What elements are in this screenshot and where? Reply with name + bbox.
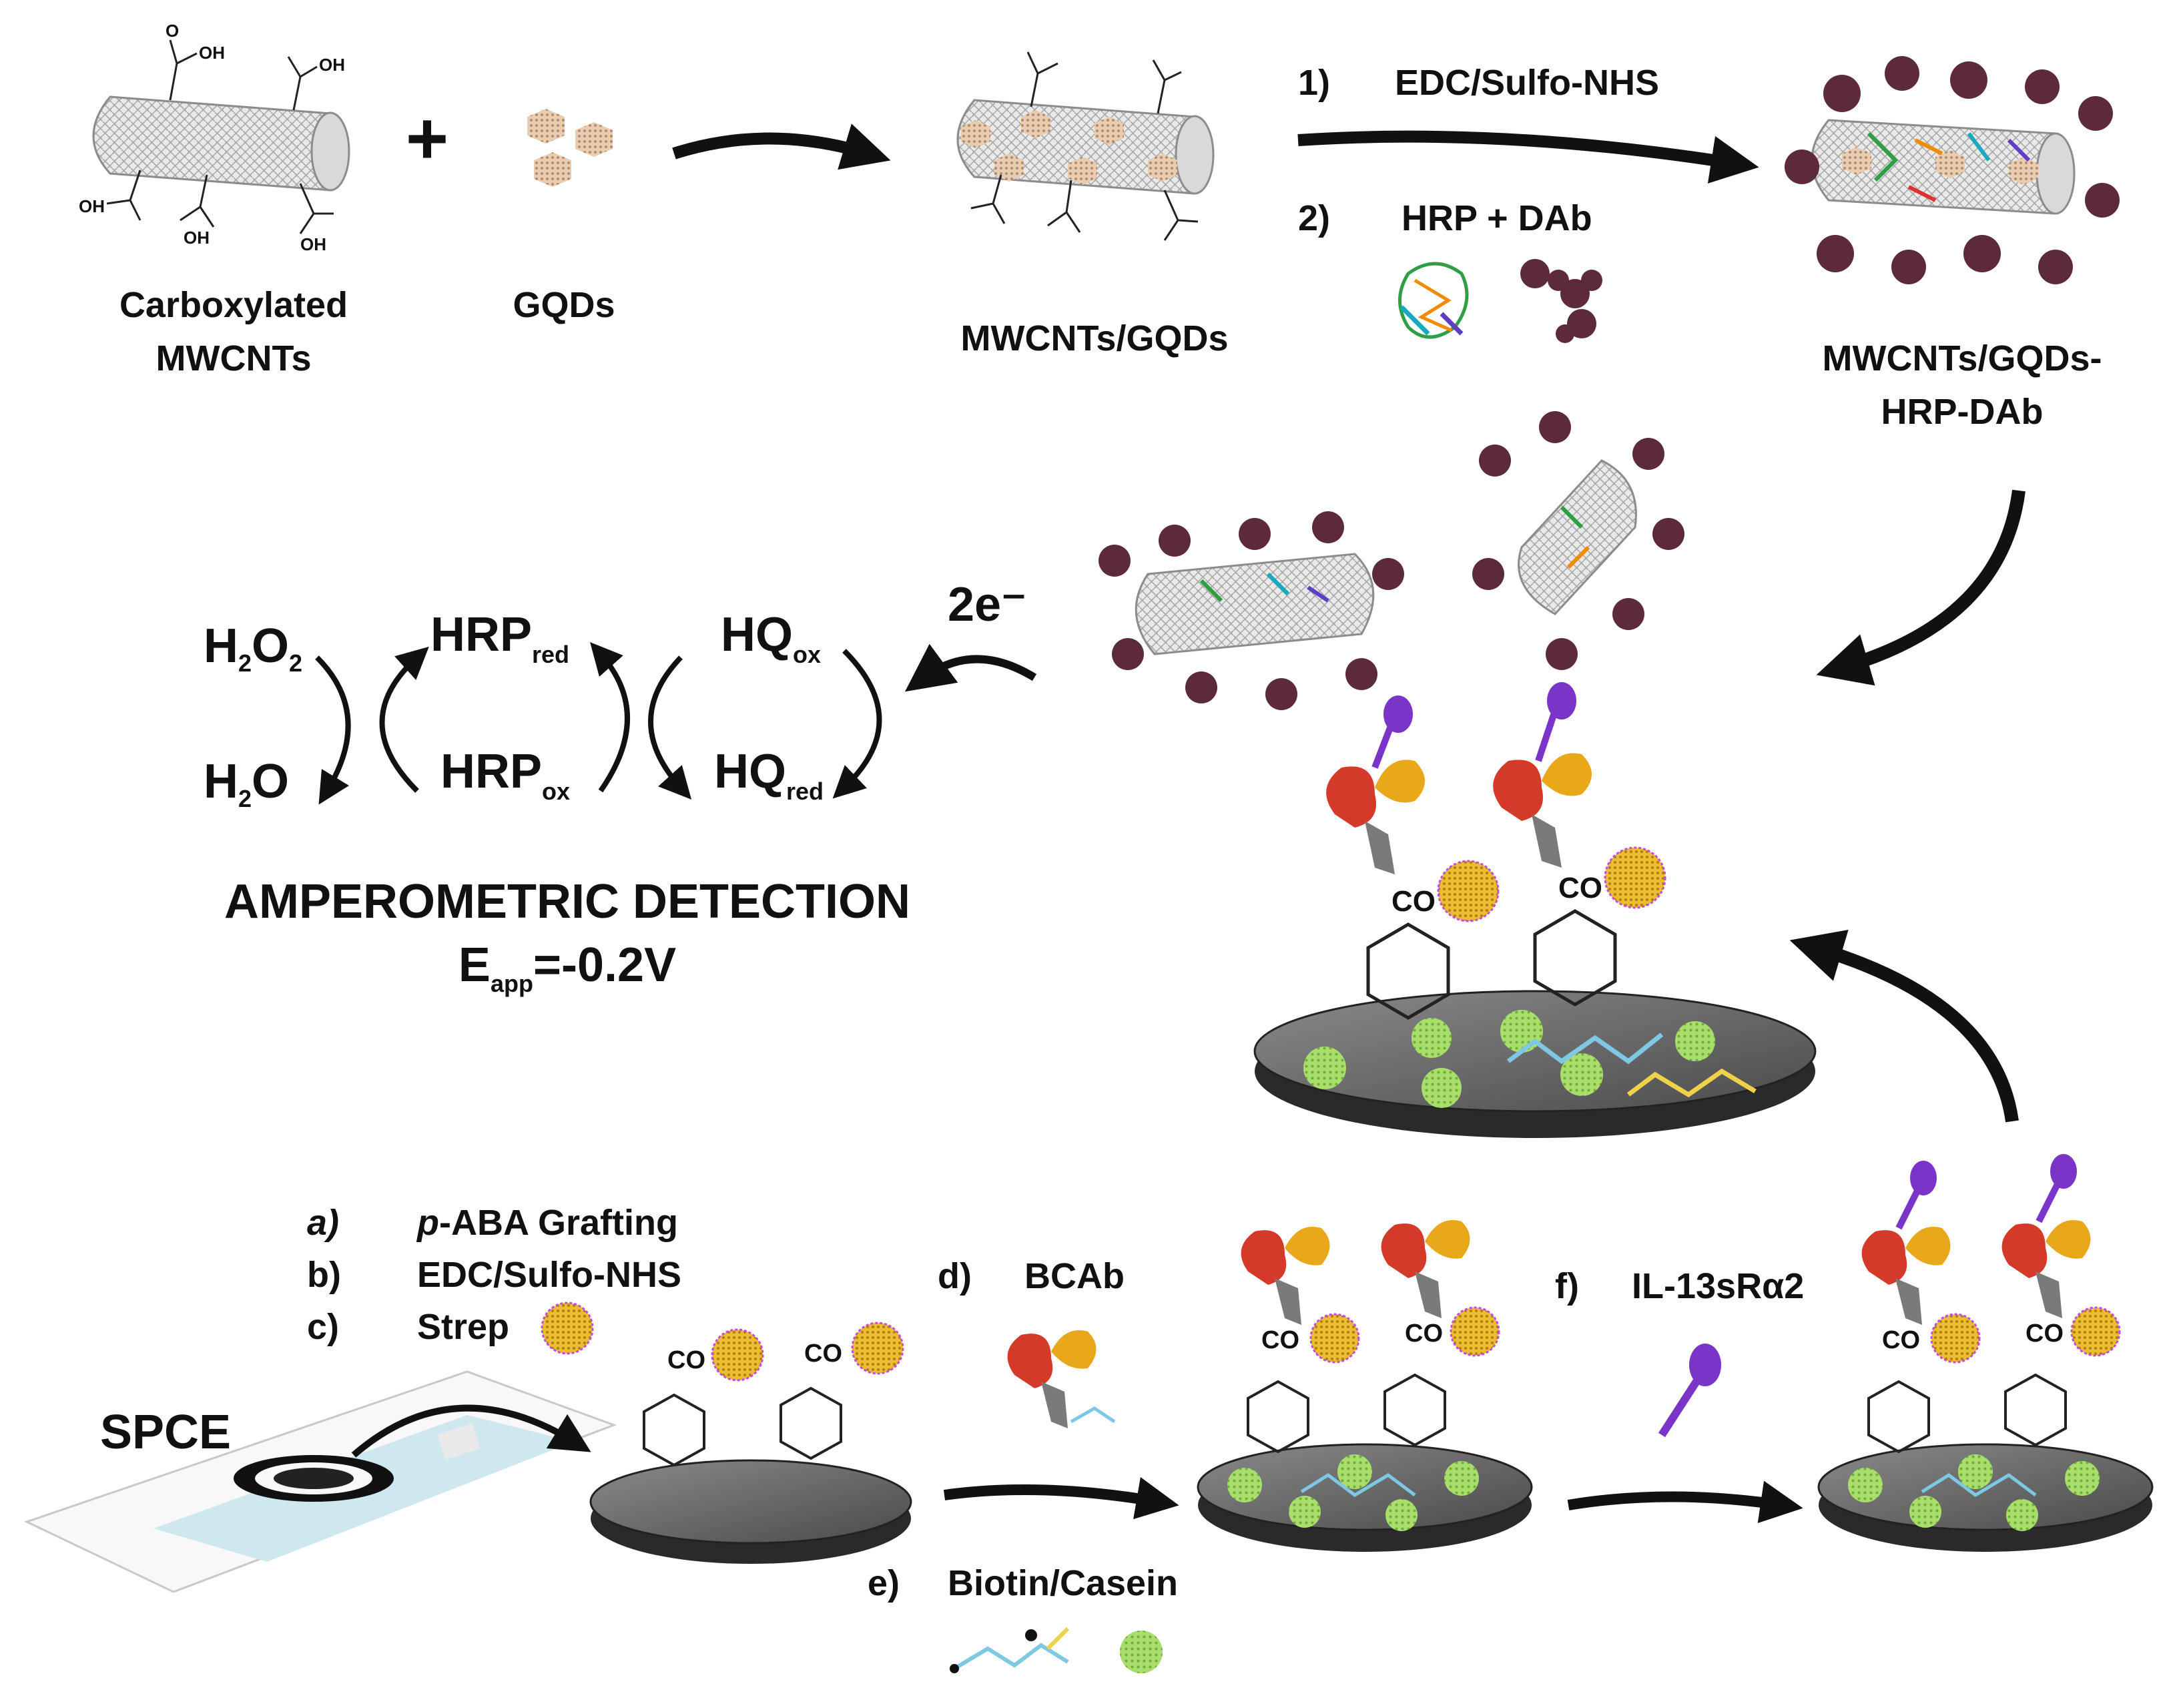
detection-title: AMPEROMETRIC DETECTION — [224, 875, 910, 928]
carboxyl-oh-label: OH — [300, 234, 326, 254]
electron-transfer-label: 2e⁻ — [948, 578, 1026, 631]
spce-label: SPCE — [100, 1406, 231, 1459]
step-c-number: c) — [307, 1307, 339, 1347]
carbonyl-label: CO — [1391, 885, 1436, 918]
conjugation-arrow — [1297, 130, 1759, 184]
carbonyl-label: CO — [1261, 1326, 1299, 1354]
step-2-number: 2) — [1298, 198, 1330, 238]
carbonyl-label: CO — [1405, 1320, 1443, 1348]
hrp-red-label: HRPred — [430, 608, 569, 668]
plus-sign: + — [406, 97, 448, 180]
grafted-electrode-illustration: CO CO — [589, 1322, 912, 1564]
step-f-number: f) — [1555, 1266, 1579, 1306]
product-label-line1: MWCNTs/GQDs- — [1823, 338, 2102, 378]
h2o2-label: H2O2 — [204, 619, 302, 677]
carbonyl-label: CO — [1558, 872, 1602, 904]
mwcnt-label-line1: Carboxylated — [119, 285, 348, 325]
electron-transfer-arrow — [904, 643, 1037, 692]
mwcnt-gqd-hrp-dab-illustration — [1785, 56, 2120, 284]
step-a-number: a) — [307, 1203, 339, 1243]
step-d-number: d) — [938, 1256, 972, 1296]
modification-arrow — [351, 1404, 591, 1458]
hq-red-label: HQred — [714, 745, 824, 805]
spce-strip-illustration — [24, 1370, 617, 1593]
gqd-illustration — [527, 109, 613, 187]
carboxyl-o-label: O — [166, 21, 179, 41]
labeling-arrow — [1816, 489, 2026, 686]
detection-antibody-icon — [1520, 259, 1602, 343]
carboxyl-oh-label: OH — [199, 43, 225, 63]
gqd-label: GQDs — [513, 285, 615, 325]
mwcnt-label-line2: MWCNTs — [156, 338, 312, 378]
hrp-enzyme-icon — [1398, 262, 1469, 339]
casein-icon — [1120, 1631, 1163, 1673]
biotin-icon — [950, 1627, 1070, 1673]
step-e-number: e) — [868, 1563, 900, 1603]
step-1-number: 1) — [1298, 63, 1330, 103]
carboxyl-oh-label: OH — [184, 228, 210, 248]
step-1-text: EDC/Sulfo-NHS — [1395, 63, 1659, 103]
antigen-icon — [1658, 1344, 1721, 1438]
incubation-arrow — [1789, 930, 2019, 1123]
reaction-arrow — [672, 123, 891, 170]
step-c-text: Strep — [417, 1307, 509, 1347]
carboxyl-oh-label: OH — [319, 55, 345, 75]
hrp-ox-label: HRPox — [440, 745, 570, 805]
step-f-text: IL-13sRα2 — [1632, 1266, 1804, 1306]
carbonyl-label: CO — [2026, 1320, 2064, 1348]
antigen-step-arrow — [1567, 1480, 1803, 1524]
carboxyl-oh-label: OH — [79, 196, 105, 216]
capture-antibody-icon — [1007, 1330, 1116, 1428]
step-e-text: Biotin/Casein — [948, 1563, 1178, 1603]
step-2-text: HRP + DAb — [1401, 198, 1592, 238]
step-b-number: b) — [307, 1255, 341, 1295]
step-d-text: BCAb — [1024, 1256, 1125, 1296]
hybrid-label: MWCNTs/GQDs — [961, 318, 1229, 358]
antigen-captured-electrode-illustration: CO CO — [1817, 1154, 2154, 1552]
assembled-immunosensor-illustration: CO CO — [1099, 411, 1817, 1138]
streptavidin-icon — [541, 1302, 594, 1355]
product-label-line2: HRP-DAb — [1881, 392, 2044, 432]
step-a-text: p-ABA Grafting — [416, 1203, 678, 1243]
carbonyl-label: CO — [804, 1340, 842, 1368]
applied-potential-label: Eapp=-0.2V — [458, 938, 676, 997]
carboxylated-mwcnt-illustration: O OH OH OH OH OH — [79, 21, 350, 254]
hq-ox-label: HQox — [721, 608, 821, 668]
capture-step-arrow — [943, 1477, 1179, 1520]
mwcnt-gqd-hybrid-illustration — [956, 51, 1215, 241]
carbonyl-label: CO — [1882, 1326, 1920, 1354]
h2o-label: H2O — [204, 755, 289, 812]
redox-cycle-arrows — [315, 642, 882, 805]
step-b-text: EDC/Sulfo-NHS — [417, 1255, 681, 1295]
carbonyl-label: CO — [667, 1346, 705, 1374]
capture-antibody-electrode-illustration: CO CO — [1197, 1220, 1533, 1552]
